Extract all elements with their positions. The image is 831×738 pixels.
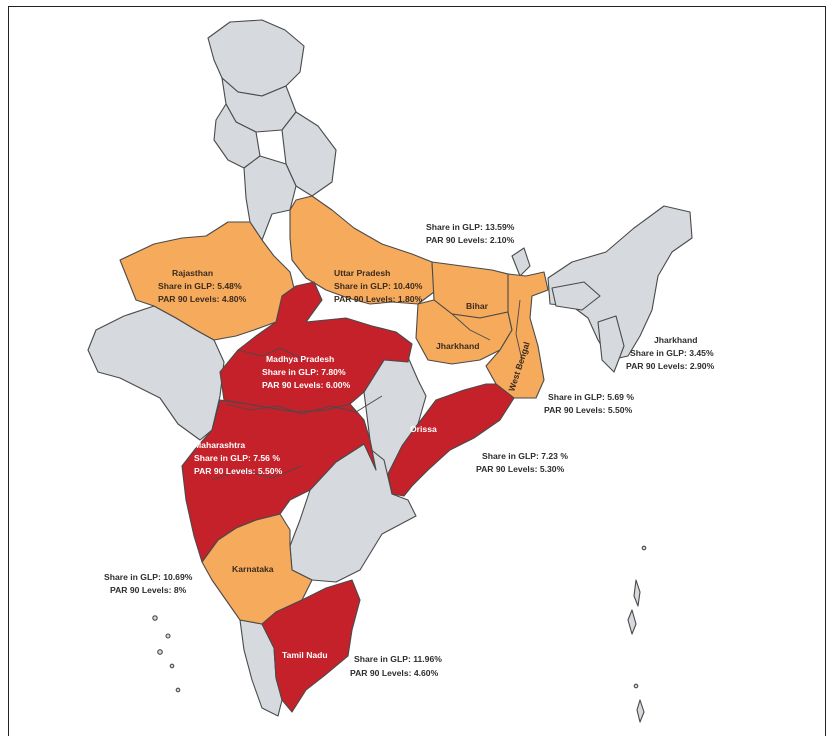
bihar-name: Bihar — [466, 301, 489, 311]
orissa-name: Orissa — [410, 424, 437, 434]
other-states — [87, 19, 693, 717]
bihar-par: PAR 90 Levels: 2.10% — [426, 235, 515, 245]
tamil-nadu-par: PAR 90 Levels: 4.60% — [350, 668, 439, 678]
state-orissa[interactable] — [387, 383, 515, 497]
mp-share: Share in GLP: 7.80% — [262, 367, 346, 377]
karnataka-share: Share in GLP: 10.69% — [104, 572, 193, 582]
state-gujarat[interactable] — [87, 305, 225, 441]
state-jammu-kashmir[interactable] — [207, 19, 305, 97]
maharashtra-share: Share in GLP: 7.56 % — [194, 453, 280, 463]
state-tamil-nadu[interactable] — [261, 579, 361, 713]
bihar-share: Share in GLP: 13.59% — [426, 222, 515, 232]
up-par: PAR 90 Levels: 1.80% — [334, 294, 423, 304]
state-maharashtra[interactable] — [181, 399, 377, 563]
rajasthan-par: PAR 90 Levels: 4.80% — [158, 294, 247, 304]
lakshadweep-islands — [152, 615, 181, 693]
state-northeast[interactable] — [547, 205, 693, 361]
mp-name: Madhya Pradesh — [266, 354, 334, 364]
west-bengal-share: Share in GLP: 5.69 % — [548, 392, 634, 402]
callout-orissa: Share in GLP: 7.23 % PAR 90 Levels: 5.30… — [476, 451, 568, 474]
rajasthan-share: Share in GLP: 5.48% — [158, 281, 242, 291]
karnataka-par: PAR 90 Levels: 8% — [110, 585, 187, 595]
state-meghalaya[interactable] — [551, 281, 601, 311]
orissa-share: Share in GLP: 7.23 % — [482, 451, 568, 461]
up-share: Share in GLP: 10.40% — [334, 281, 423, 291]
maharashtra-name: Maharashtra — [194, 440, 245, 450]
callout-bihar: Share in GLP: 13.59% PAR 90 Levels: 2.10… — [426, 222, 515, 245]
tamil-nadu-share: Share in GLP: 11.96% — [354, 654, 442, 664]
mp-par: PAR 90 Levels: 6.00% — [262, 380, 351, 390]
state-tripura-mizoram[interactable] — [597, 315, 625, 373]
orissa-par: PAR 90 Levels: 5.30% — [476, 464, 565, 474]
callout-tamil-nadu: Share in GLP: 11.96% PAR 90 Levels: 4.60… — [350, 654, 442, 678]
state-haryana[interactable] — [243, 155, 297, 241]
label-madhya-pradesh: Madhya Pradesh Share in GLP: 7.80% PAR 9… — [262, 354, 351, 390]
state-uttar-pradesh[interactable] — [289, 195, 435, 305]
jharkhand-par: PAR 90 Levels: 2.90% — [626, 361, 715, 371]
west-bengal-par: PAR 90 Levels: 5.50% — [544, 405, 633, 415]
karnataka-name: Karnataka — [232, 564, 274, 574]
internal-borders — [211, 299, 523, 481]
tamil-nadu-name: Tamil Nadu — [282, 650, 328, 660]
up-name: Uttar Pradesh — [334, 268, 390, 278]
label-rajasthan: Rajasthan Share in GLP: 5.48% PAR 90 Lev… — [158, 268, 247, 304]
moderate-states — [119, 195, 549, 625]
state-madhya-pradesh[interactable] — [219, 281, 413, 413]
jharkhand-callout-name: Jharkhand — [654, 335, 697, 345]
map-frame — [8, 6, 826, 736]
jharkhand-name: Jharkhand — [436, 341, 479, 351]
rajasthan-name: Rajasthan — [172, 268, 213, 278]
high-states — [181, 281, 515, 713]
callout-west-bengal: Share in GLP: 5.69 % PAR 90 Levels: 5.50… — [544, 392, 634, 415]
callout-jharkhand: Jharkhand Share in GLP: 3.45% PAR 90 Lev… — [626, 335, 715, 371]
state-telangana-andhra[interactable] — [289, 443, 417, 583]
jharkhand-share: Share in GLP: 3.45% — [630, 348, 714, 358]
callout-karnataka: Share in GLP: 10.69% PAR 90 Levels: 8% — [104, 572, 193, 595]
andaman-nicobar-islands — [627, 545, 647, 723]
label-maharashtra: Maharashtra Share in GLP: 7.56 % PAR 90 … — [194, 440, 283, 476]
state-west-bengal[interactable] — [485, 271, 549, 399]
state-sikkim[interactable] — [511, 247, 531, 277]
maharashtra-par: PAR 90 Levels: 5.50% — [194, 466, 283, 476]
label-uttar-pradesh: Uttar Pradesh Share in GLP: 10.40% PAR 9… — [334, 268, 423, 304]
